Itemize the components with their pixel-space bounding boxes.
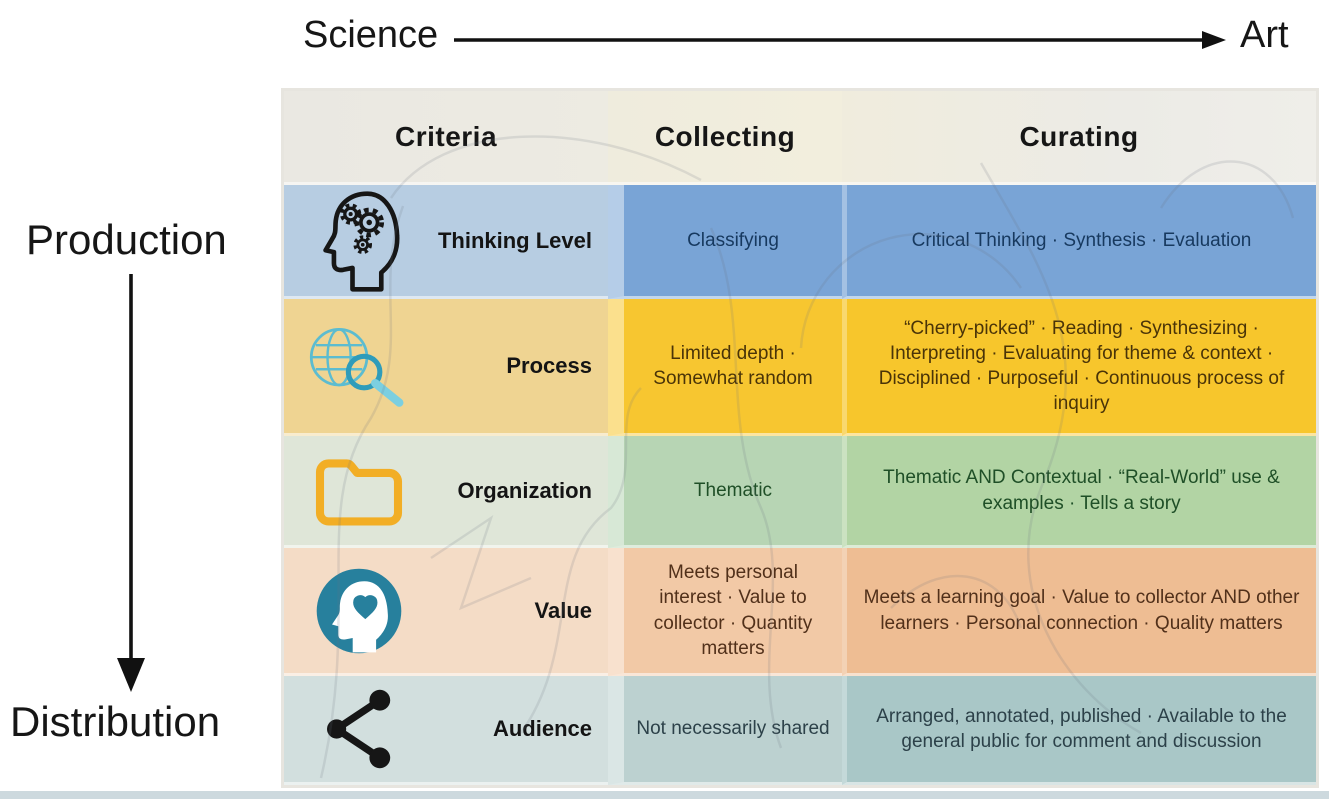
art-axis-end-label: Art xyxy=(1240,14,1289,56)
production-to-distribution-arrow xyxy=(117,274,145,692)
collecting-cell: Limited depth · Somewhat random xyxy=(608,299,842,436)
collecting-vs-curating-table: Criteria Collecting Curating xyxy=(281,88,1319,788)
curating-cell: Critical Thinking · Synthesis · Evaluati… xyxy=(842,185,1316,299)
science-axis-start-label: Science xyxy=(303,14,439,56)
criteria-cell: Audience xyxy=(284,676,608,785)
criteria-cell: Organization xyxy=(284,436,608,548)
curating-column-header: Curating xyxy=(842,91,1316,185)
table-row-organization: Organization Thematic Thematic AND Conte… xyxy=(284,436,1316,548)
curating-cell: Meets a learning goal · Value to collect… xyxy=(842,548,1316,676)
table-header-row: Criteria Collecting Curating xyxy=(284,91,1316,185)
head-gears-icon xyxy=(300,189,418,293)
head-heart-icon xyxy=(300,566,418,656)
table-row-thinking-level: Thinking Level Classifying Critical Thin… xyxy=(284,185,1316,299)
criteria-cell: Thinking Level xyxy=(284,185,608,299)
collecting-cell: Not necessarily shared xyxy=(608,676,842,785)
curating-cell: Arranged, annotated, published · Availab… xyxy=(842,676,1316,785)
collecting-cell: Thematic xyxy=(608,436,842,548)
curating-cell: “Cherry-picked” · Reading · Synthesizing… xyxy=(842,299,1316,436)
globe-magnifier-icon xyxy=(300,322,418,410)
criteria-cell: Value xyxy=(284,548,608,676)
table-row-value: Value Meets personal interest · Value to… xyxy=(284,548,1316,676)
collecting-column-header: Collecting xyxy=(608,91,842,185)
folder-icon xyxy=(300,452,418,530)
share-icon xyxy=(300,689,418,769)
row-label: Thinking Level xyxy=(437,227,592,253)
curating-cell: Thematic AND Contextual · “Real-World” u… xyxy=(842,436,1316,548)
collecting-cell: Classifying xyxy=(608,185,842,299)
bottom-edge-bar xyxy=(0,791,1329,799)
criteria-column-header: Criteria xyxy=(284,91,608,185)
science-to-art-arrow xyxy=(454,31,1226,49)
table-row-audience: Audience Not necessarily shared Arranged… xyxy=(284,676,1316,785)
collecting-cell: Meets personal interest · Value to colle… xyxy=(608,548,842,676)
criteria-cell: Process xyxy=(284,299,608,436)
row-label: Process xyxy=(506,353,592,378)
distribution-axis-end-label: Distribution xyxy=(10,698,221,745)
row-label: Value xyxy=(534,597,592,623)
production-axis-start-label: Production xyxy=(26,216,227,263)
row-label: Audience xyxy=(492,716,592,741)
table-row-process: Process Limited depth · Somewhat random … xyxy=(284,299,1316,436)
row-label: Organization xyxy=(457,477,592,503)
